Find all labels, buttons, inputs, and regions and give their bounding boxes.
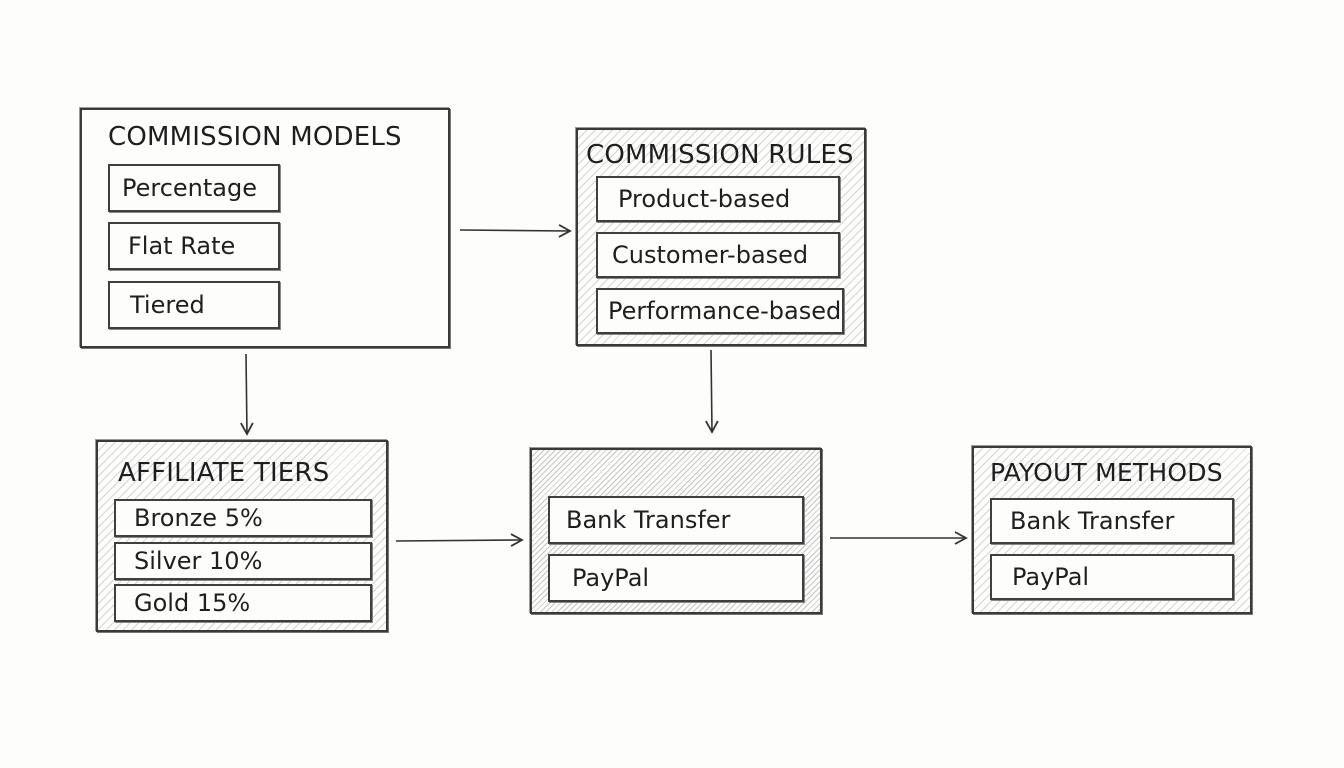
method-item-paypal: PayPal [990,554,1234,600]
model-item-tiered: Tiered [108,281,280,329]
affiliate-tiers-title: AFFILIATE TIERS [118,458,330,488]
arrow-tiers-to-payout [395,533,524,547]
payout-methods-title: PAYOUT METHODS [990,458,1223,487]
tier-item-gold: Gold 15% [114,584,372,622]
tier-item-bronze: Bronze 5% [114,499,372,537]
payout-item-bank-transfer: Bank Transfer [548,496,804,544]
commission-models-title: COMMISSION MODELS [108,122,402,152]
arrow-rules-to-payout [705,349,719,434]
method-item-bank-transfer: Bank Transfer [990,498,1234,544]
rule-item-performance-based: Performance-based [596,288,844,334]
rule-item-customer-based: Customer-based [596,232,840,278]
affiliate-tiers-box: AFFILIATE TIERS Bronze 5% Silver 10% Gol… [96,440,388,632]
arrow-models-to-rules [459,224,572,238]
model-item-flat-rate: Flat Rate [108,222,280,270]
model-item-percentage: Percentage [108,164,280,212]
commission-rules-title: COMMISSION RULES [586,140,854,170]
payout-item-paypal: PayPal [548,554,804,602]
commission-models-box: COMMISSION MODELS Percentage Flat Rate T… [80,108,450,348]
tier-item-silver: Silver 10% [114,542,372,580]
commission-rules-box: COMMISSION RULES Product-based Customer-… [576,128,866,346]
rule-item-product-based: Product-based [596,176,840,222]
arrow-models-to-tiers [240,353,254,436]
payout-methods-box: PAYOUT METHODS Bank Transfer PayPal [972,446,1252,614]
payout-box: Bank Transfer PayPal [530,448,822,614]
